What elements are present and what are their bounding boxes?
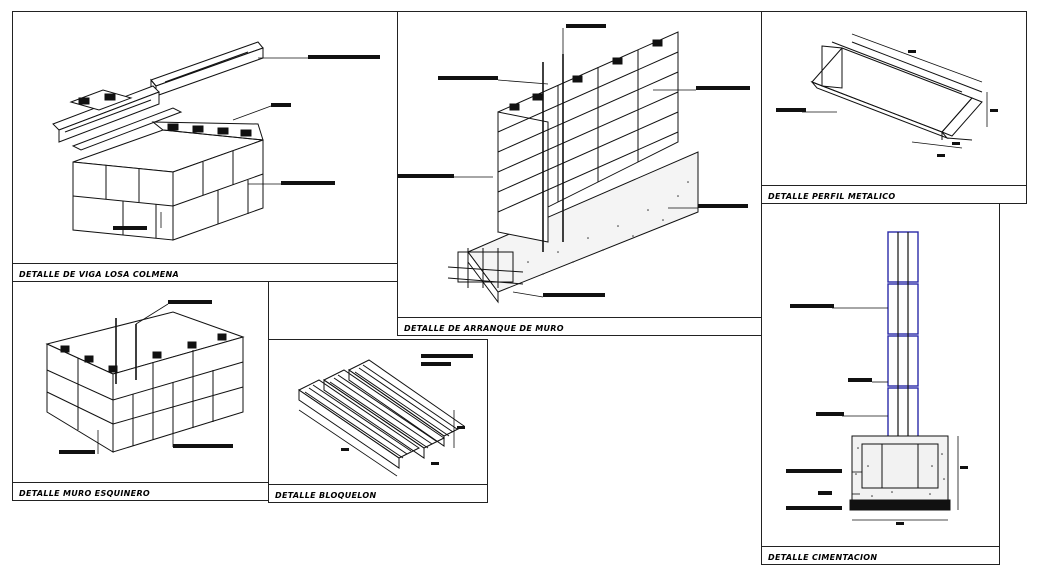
caption-viga-losa: DETALLE DE VIGA LOSA COLMENA [19,270,180,279]
panel-viga-losa: DETALLE DE VIGA LOSA COLMENA [12,11,398,282]
caption-row-arranque: DETALLE DE ARRANQUE DE MURO [398,317,761,335]
caption-row-esquinero: DETALLE MURO ESQUINERO [13,482,268,500]
arranque-drawing [398,24,750,304]
bloquelon-drawing [298,354,473,477]
caption-bloquelon: DETALLE BLOQUELON [275,491,377,500]
esquinero-drawing [45,300,245,454]
caption-esquinero: DETALLE MURO ESQUINERO [19,489,151,498]
caption-arranque: DETALLE DE ARRANQUE DE MURO [404,324,564,333]
caption-row-bloquelon: DETALLE BLOQUELON [269,484,487,502]
panel-cimentacion: DETALLE CIMENTACION [761,203,1000,565]
perfil-drawing [776,33,998,157]
panel-bloquelon: DETALLE BLOQUELON [268,339,488,503]
caption-cimentacion: DETALLE CIMENTACION [768,553,878,562]
caption-row-viga-losa: DETALLE DE VIGA LOSA COLMENA [13,263,397,281]
viga-losa-drawing [52,41,380,241]
panel-perfil: DETALLE PERFIL METALICO [761,11,1027,204]
caption-perfil: DETALLE PERFIL METALICO [768,192,896,201]
cimentacion-drawing [786,231,968,525]
panel-esquinero: DETALLE MURO ESQUINERO [12,281,269,501]
caption-row-perfil: DETALLE PERFIL METALICO [762,185,1026,203]
panel-arranque: DETALLE DE ARRANQUE DE MURO [397,11,762,336]
caption-row-cimentacion: DETALLE CIMENTACION [762,546,999,564]
